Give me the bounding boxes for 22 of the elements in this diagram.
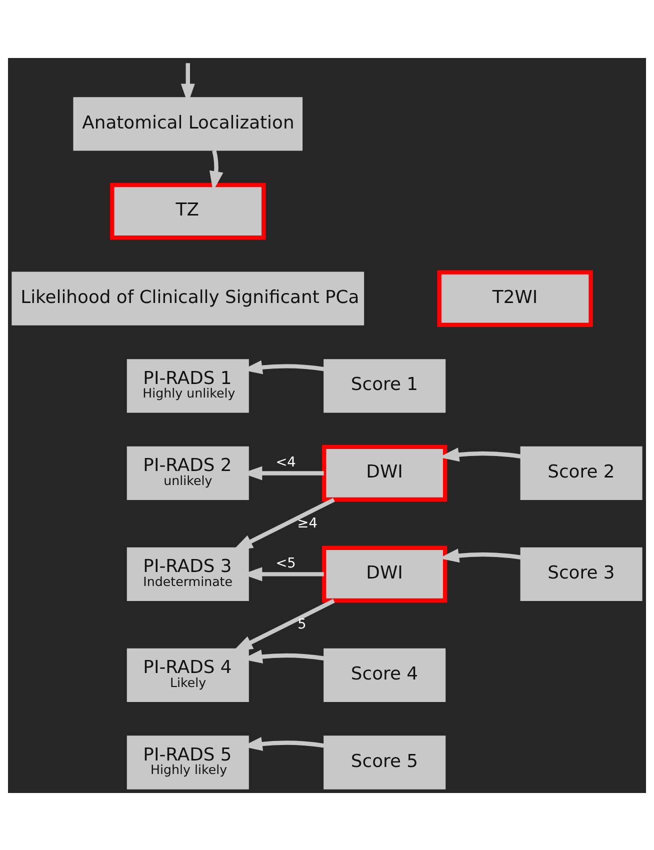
edge-label: 5 (298, 616, 306, 632)
node-box: PI-RADS 1 Highly unlikely (126, 358, 249, 412)
node-box: Likelihood of Clinically Significant PCa (12, 271, 364, 325)
arrow (232, 497, 335, 550)
edge-label: <4 (276, 454, 296, 470)
node-box: PI-RADS 4 Likely (126, 648, 249, 702)
node-box: Anatomical Localization (73, 96, 303, 150)
arrow (232, 598, 335, 652)
node-box: Score 5 (324, 735, 446, 789)
edge-label: <5 (276, 554, 296, 571)
node-box: Score 4 (324, 648, 446, 702)
node-box: T2WI (437, 270, 593, 326)
node-box: DWI (322, 444, 448, 502)
edge-label: ≥4 (297, 514, 318, 531)
node-box: Score 1 (324, 358, 446, 412)
node-box: Score 3 (520, 546, 642, 601)
node-box: DWI (322, 545, 448, 602)
node-box: TZ (110, 182, 266, 240)
node-box: Score 2 (520, 446, 642, 500)
node-box: PI-RADS 2 unlikely (126, 446, 249, 500)
node-box: PI-RADS 3 Indeterminate (126, 546, 249, 601)
node-box: PI-RADS 5 Highly likely (126, 735, 249, 789)
